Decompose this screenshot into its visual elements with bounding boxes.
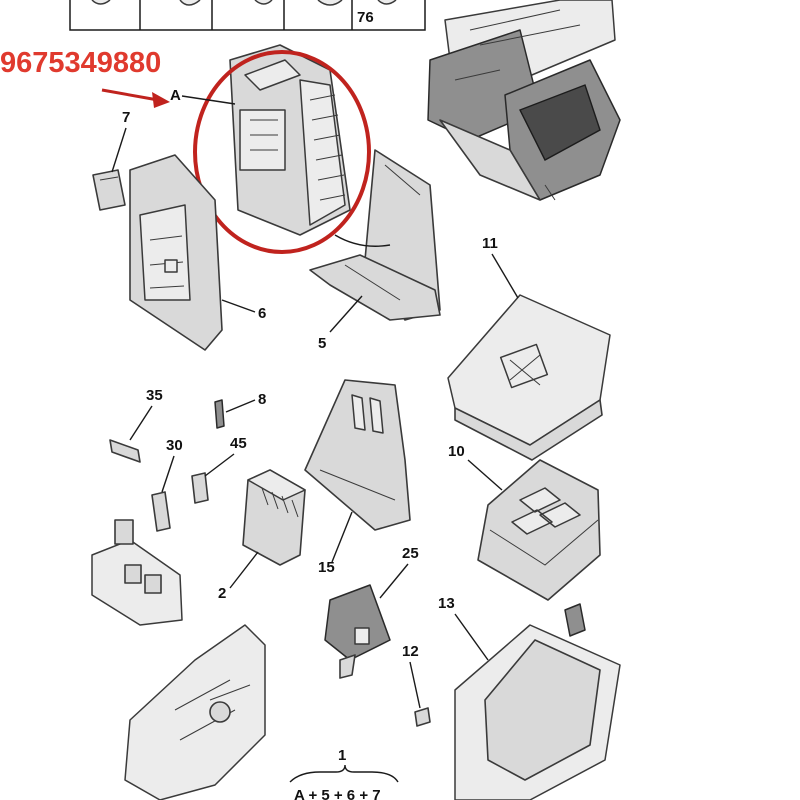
top-right-module xyxy=(427,0,621,201)
part-6-bracket xyxy=(129,154,223,351)
part-25-module xyxy=(324,584,391,679)
part-15-mount xyxy=(304,379,411,531)
parts-table-fragment: 76 xyxy=(69,0,426,31)
part-13-tray xyxy=(454,603,621,800)
highlight-ring xyxy=(193,50,371,254)
callout-15: 15 xyxy=(318,559,335,576)
part-10-fuse-box xyxy=(477,459,601,601)
part-2-relay xyxy=(242,469,306,566)
pointer-arrowhead xyxy=(152,92,170,108)
part-number-label: 9675349880 xyxy=(0,47,161,79)
part-30-fuse xyxy=(151,491,171,532)
callout-25: 25 xyxy=(402,545,419,562)
part-a-fuse-box xyxy=(229,44,351,236)
callout-8: 8 xyxy=(258,391,266,408)
part-12 xyxy=(414,707,431,727)
part-11-lid xyxy=(447,294,611,461)
callout-13: 13 xyxy=(438,595,455,612)
relay-block xyxy=(91,519,183,626)
part-8 xyxy=(214,399,225,429)
callout-6: 6 xyxy=(258,305,266,322)
callout-5: 5 xyxy=(318,335,326,352)
callout-76: 76 xyxy=(357,9,374,26)
part-5-bracket xyxy=(309,149,441,321)
callout-35: 35 xyxy=(146,387,163,404)
part-35 xyxy=(109,439,141,463)
callout-45: 45 xyxy=(230,435,247,452)
callout-12: 12 xyxy=(402,643,419,660)
pointer-arrow xyxy=(101,88,159,102)
callout-7: 7 xyxy=(122,109,130,126)
callout-2: 2 xyxy=(218,585,226,602)
assembly-brace xyxy=(289,764,399,783)
part-45-fuse xyxy=(191,472,209,504)
assembly-formula: A + 5 + 6 + 7 xyxy=(294,787,381,800)
part-7-clip xyxy=(92,169,126,211)
callout-a: A xyxy=(170,87,181,104)
callout-1: 1 xyxy=(338,747,346,764)
callout-30: 30 xyxy=(166,437,183,454)
lower-bracket xyxy=(124,624,266,800)
callout-10: 10 xyxy=(448,443,465,460)
callout-11: 11 xyxy=(482,235,498,252)
